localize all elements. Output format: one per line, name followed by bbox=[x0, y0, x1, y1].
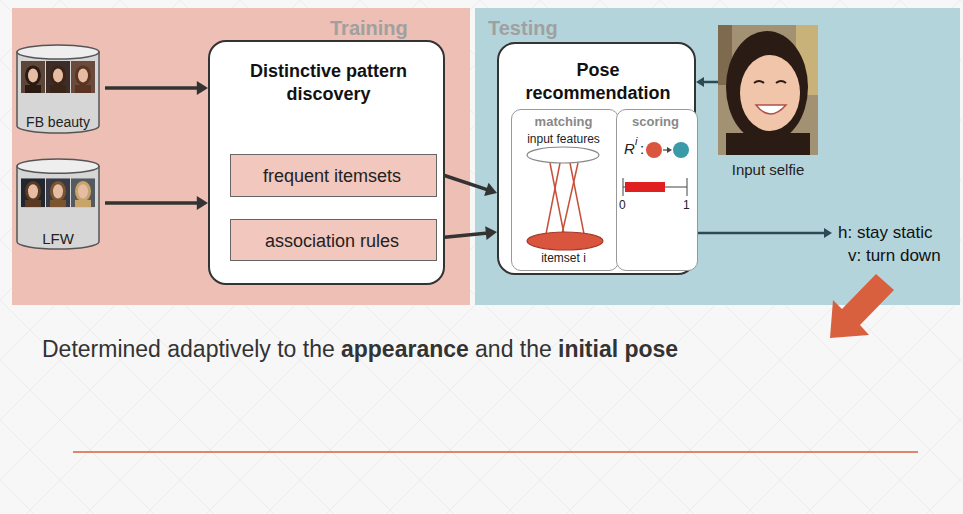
illustration bbox=[617, 110, 694, 272]
arrowhead bbox=[696, 77, 704, 87]
pattern-box: association rules bbox=[230, 219, 437, 261]
node-text: itemset i bbox=[512, 251, 615, 266]
photo-background bbox=[718, 25, 818, 155]
node-title: association rules bbox=[231, 230, 433, 253]
arrowhead bbox=[197, 81, 208, 95]
rule-arrowhead bbox=[667, 147, 672, 153]
rule-antecedent bbox=[646, 142, 662, 158]
database-cylinder: LFW bbox=[15, 158, 105, 252]
cylinder-top bbox=[17, 159, 99, 173]
match-line bbox=[562, 163, 578, 234]
illustration bbox=[718, 25, 818, 155]
connector-line bbox=[105, 201, 199, 205]
panel-fill bbox=[12, 8, 470, 305]
score-tick bbox=[687, 178, 688, 196]
photo-thumbnail bbox=[46, 61, 70, 93]
score-tick bbox=[623, 178, 624, 196]
node-title: FB beauty bbox=[15, 114, 101, 132]
connector-arrow bbox=[105, 81, 208, 95]
node-text: 1 bbox=[683, 198, 690, 213]
itemset-ellipse bbox=[527, 232, 603, 250]
caption-text: Determined adaptively to the bbox=[42, 336, 335, 363]
connector-line bbox=[702, 81, 718, 84]
node-title: scoring bbox=[617, 114, 694, 130]
node-title: LFW bbox=[15, 230, 101, 249]
hair bbox=[726, 31, 808, 143]
connector-arrow bbox=[696, 77, 718, 87]
eyes bbox=[754, 81, 786, 83]
connector-line bbox=[696, 232, 826, 235]
photo-thumbnail bbox=[21, 178, 45, 207]
node-text: v: turn down bbox=[848, 245, 941, 266]
matching-box: matching input features itemset i bbox=[511, 109, 619, 271]
match-line bbox=[546, 163, 560, 234]
selfie-photo: Input selfie bbox=[718, 25, 827, 183]
connector-line bbox=[105, 86, 199, 90]
arrowhead bbox=[485, 226, 497, 240]
photo-thumbnail bbox=[21, 61, 45, 93]
node-text: R bbox=[624, 140, 635, 159]
node-title: Pose recommendation bbox=[504, 59, 692, 104]
divider-line bbox=[73, 451, 918, 453]
node-title: h: stay static bbox=[838, 222, 932, 243]
connector-arrow bbox=[437, 173, 497, 196]
node-title: Input selfie bbox=[713, 161, 823, 180]
match-line bbox=[550, 163, 564, 234]
score-bar bbox=[625, 182, 665, 192]
caption-text: and the bbox=[475, 336, 552, 363]
output-text: h: stay staticv: turn down bbox=[832, 220, 957, 270]
smile bbox=[756, 105, 786, 114]
caption-text: initial pose bbox=[558, 336, 678, 363]
photo-thumbnail bbox=[71, 61, 95, 93]
process-box: Distinctive pattern discovery frequent it… bbox=[208, 40, 445, 285]
caption-text: appearance bbox=[341, 336, 469, 363]
rule-consequent bbox=[673, 142, 689, 158]
match-line bbox=[570, 163, 584, 234]
feature-ellipse bbox=[527, 147, 599, 163]
node-text: i bbox=[635, 135, 637, 149]
node-title: Distinctive pattern discovery bbox=[220, 60, 437, 105]
panel-fill bbox=[475, 8, 960, 305]
photo-thumbnail bbox=[46, 178, 70, 207]
node-title: Training bbox=[330, 16, 460, 41]
cylinder-top bbox=[17, 45, 99, 59]
block-arrow bbox=[830, 274, 894, 338]
caption-line: Determined adaptively to theappearancean… bbox=[42, 336, 942, 363]
photo-thumbnail bbox=[71, 178, 95, 207]
arrowhead bbox=[484, 183, 497, 196]
pattern-box: frequent itemsets bbox=[230, 154, 437, 197]
testing-panel: TestingPose recommendation matching input … bbox=[475, 8, 960, 305]
connector-arrow bbox=[437, 226, 497, 240]
shoulders bbox=[726, 133, 810, 155]
scoring-box: scoringRi: 0 1 bbox=[616, 109, 698, 271]
node-title: Testing bbox=[488, 16, 608, 41]
database-cylinder: FB beauty bbox=[15, 44, 105, 134]
connector-arrow bbox=[105, 196, 208, 210]
node-text: input features bbox=[512, 132, 615, 147]
node-text: 0 bbox=[619, 198, 626, 213]
process-box: Pose recommendation matching input feature… bbox=[497, 42, 696, 275]
node-text: : bbox=[640, 140, 644, 159]
arrowhead bbox=[197, 196, 208, 210]
node-title: matching bbox=[512, 114, 615, 130]
node-title: frequent itemsets bbox=[231, 165, 433, 188]
face bbox=[740, 55, 800, 131]
connector-arrow bbox=[696, 228, 832, 238]
arrowhead bbox=[824, 228, 832, 238]
training-panel: Training FB beautyLFW Distinctive pattern … bbox=[12, 8, 470, 305]
